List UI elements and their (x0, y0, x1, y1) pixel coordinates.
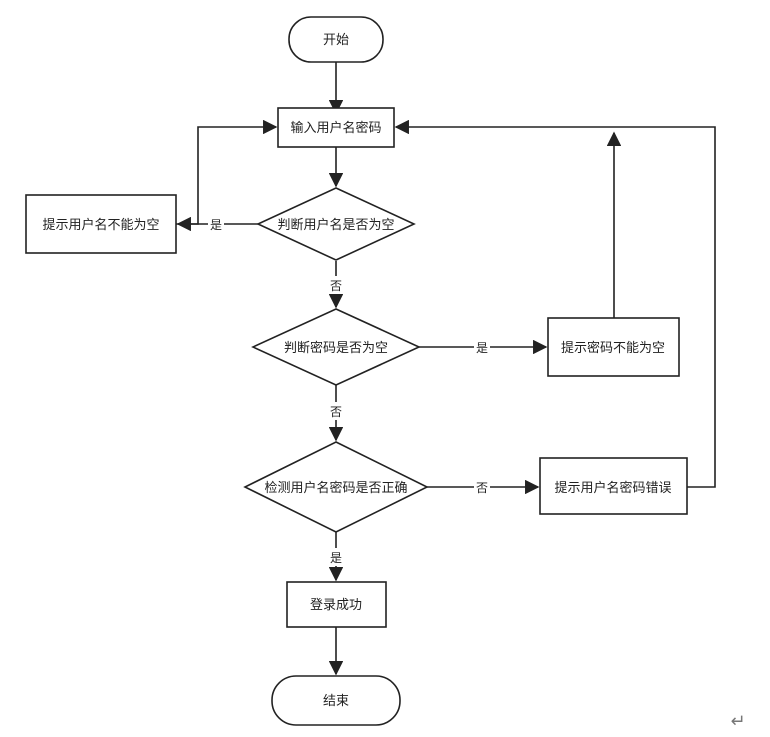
nodes: 开始 输入用户名密码 判断用户名是否为空 提示用户名不能为空 判断密码是否为空 … (25, 16, 688, 726)
label-correct-yes: 是 (330, 551, 342, 565)
edge-wrong-msg-to-input (394, 119, 716, 488)
pwd-empty-message-box (547, 317, 680, 377)
wrong-message-box (539, 457, 688, 515)
label-user-empty-yes: 是 (210, 218, 222, 232)
check-correct-decision (243, 441, 429, 533)
login-success-process (286, 581, 387, 628)
start-label: 开始 (323, 33, 349, 48)
end-terminator (271, 675, 401, 726)
paragraph-return-icon: ↵ (730, 711, 745, 732)
edge-labels: 是 否 是 否 否 是 (208, 215, 490, 566)
end-label: 结束 (323, 694, 349, 709)
user-empty-message-box (25, 194, 177, 254)
user-empty-message-label: 提示用户名不能为空 (42, 217, 159, 233)
login-success-label: 登录成功 (310, 598, 362, 613)
pwd-empty-message-label: 提示密码不能为空 (561, 340, 665, 356)
check-pwd-empty-label: 判断密码是否为空 (284, 340, 388, 356)
start-terminator (288, 16, 384, 63)
wrong-message-label: 提示用户名密码错误 (554, 480, 671, 496)
label-user-empty-no: 否 (330, 279, 342, 293)
label-correct-no: 否 (476, 481, 488, 495)
check-user-empty-label: 判断用户名是否为空 (277, 217, 394, 233)
input-process (277, 107, 395, 148)
check-correct-label: 检测用户名密码是否正确 (264, 480, 407, 496)
check-user-empty-decision (256, 187, 416, 261)
label-pwd-empty-yes: 是 (476, 341, 488, 355)
check-pwd-empty-decision (251, 308, 421, 386)
input-label: 输入用户名密码 (290, 120, 381, 136)
edge-user-msg-to-input (176, 119, 278, 225)
label-pwd-empty-no: 否 (330, 405, 342, 419)
